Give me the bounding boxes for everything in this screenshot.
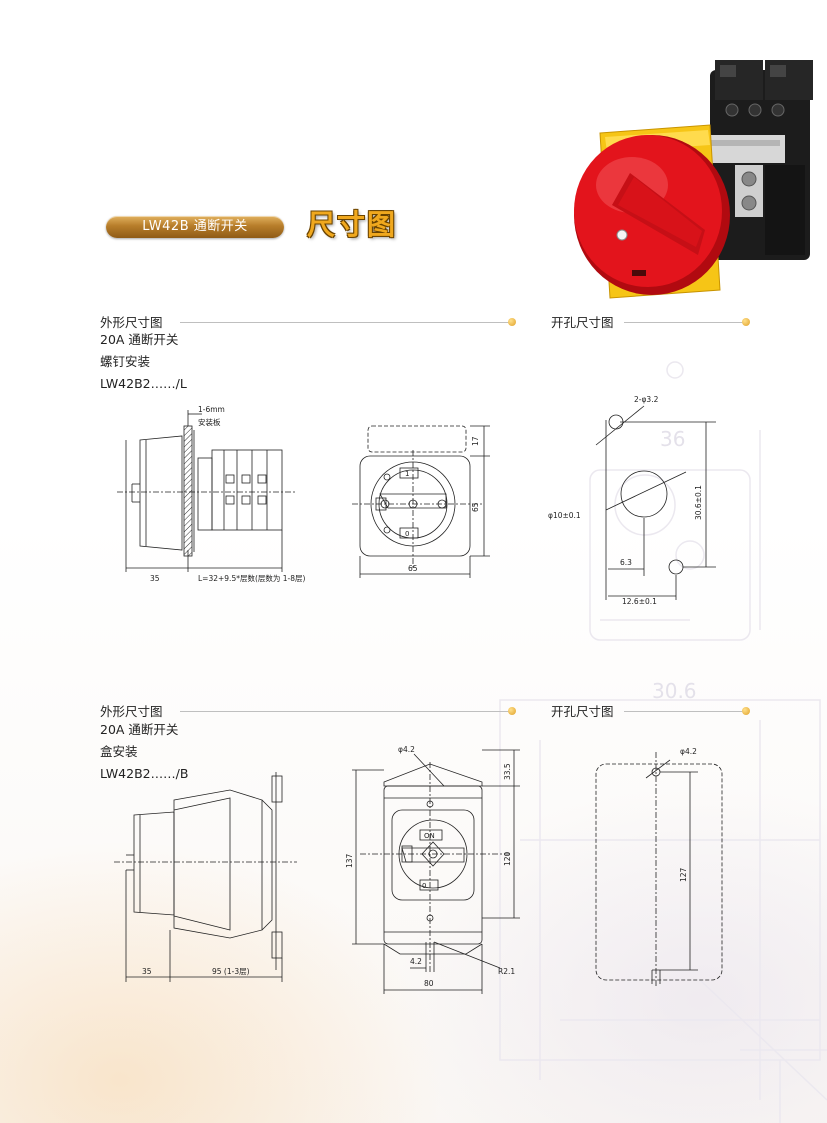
section-bottom-line-1: 20A 通断开关 <box>100 722 179 737</box>
section-top-line-3: LW42B2……/L <box>100 376 187 391</box>
ghost-number-2: 30.6 <box>652 679 697 703</box>
section-top-outline-heading: 外形尺寸图 <box>100 315 163 330</box>
drawing5-off-label: 0 <box>422 882 426 890</box>
drawing3-dim-hole-small: 2-φ3.2 <box>634 395 659 404</box>
drawing2-dim-height: 65 <box>471 502 480 512</box>
drawing3-dim-offset: 6.3 <box>620 558 632 567</box>
section-top-line-1: 20A 通断开关 <box>100 332 179 347</box>
drawing6-dim-hole: φ4.2 <box>680 747 697 756</box>
drawing1-panel-label-2: 安装板 <box>198 417 221 427</box>
page-title: 尺寸图 <box>307 208 398 241</box>
drawing1-panel-label: 1-6mm <box>198 405 225 414</box>
drawing5-dim-top: 33.5 <box>503 763 512 780</box>
drawing3-dim-height: 30.6±0.1 <box>694 485 703 520</box>
drawing-side-view-screw-mount: 1-6mm 安装板 35 L=32+9.5*层数(层数为 1-8层) <box>117 405 306 583</box>
drawing3-dim-width: 12.6±0.1 <box>622 597 657 606</box>
drawing-front-view-box-mount: φ4.2 ON 0 33.5 137 120 4.2 R2.1 80 <box>345 745 520 994</box>
drawing5-dim-width: 80 <box>424 979 434 988</box>
drawing-side-view-box-mount: 35 95 (1-3层) <box>114 772 297 982</box>
section-bottom-cutout-rule <box>624 711 744 712</box>
section-top-outline-dot <box>508 318 516 326</box>
drawing2-on-label: 1 <box>405 470 409 478</box>
drawing1-dim-length: L=32+9.5*层数(层数为 1-8层) <box>198 573 306 583</box>
drawing2-off-label: 0 <box>405 530 409 538</box>
drawing1-dim-front: 35 <box>150 574 160 583</box>
section-bottom-outline-rule <box>180 711 510 712</box>
drawing5-on-label: ON <box>424 832 435 840</box>
drawing5-dim-height: 137 <box>345 853 354 868</box>
section-bottom-line-2: 盒安装 <box>100 744 138 759</box>
drawing5-dim-inner: 120 <box>503 851 512 866</box>
drawing-cutout-box-mount: φ4.2 127 <box>595 747 723 988</box>
series-label-pill: LW42B 通断开关 <box>106 216 284 238</box>
drawing5-dim-hole: φ4.2 <box>398 745 415 754</box>
section-top-outline-rule <box>180 322 510 323</box>
drawing3-dim-hole-big: φ10±0.1 <box>548 511 581 520</box>
drawing4-dim-length: 95 (1-3层) <box>212 967 250 976</box>
ghost-number-1: 36 <box>660 427 685 451</box>
section-top-cutout-heading: 开孔尺寸图 <box>551 315 614 330</box>
section-bottom-outline-dot <box>508 707 516 715</box>
section-top-cutout-dot <box>742 318 750 326</box>
section-bottom-outline-heading: 外形尺寸图 <box>100 704 163 719</box>
drawing-cutout-screw-mount: 2-φ3.2 φ10±0.1 30.6±0.1 6.3 12.6±0.1 <box>548 395 716 606</box>
section-top-line-2: 螺钉安装 <box>100 354 151 369</box>
section-bottom-line-3: LW42B2……/B <box>100 766 189 781</box>
drawing4-dim-front: 35 <box>142 967 152 976</box>
drawing2-dim-top: 17 <box>471 436 480 446</box>
drawing-front-view-screw-mount: 1 0 17 65 65 <box>352 425 490 578</box>
section-top-cutout-rule <box>624 322 744 323</box>
drawing6-dim-height: 127 <box>679 867 688 882</box>
red-knob <box>574 135 730 295</box>
section-bottom-cutout-dot <box>742 707 750 715</box>
section-bottom-cutout-heading: 开孔尺寸图 <box>551 704 614 719</box>
product-photo <box>574 60 813 299</box>
drawing5-dim-radius: R2.1 <box>498 967 515 976</box>
drawing5-dim-bottom-hole: 4.2 <box>410 957 422 966</box>
drawing2-dim-width: 65 <box>408 564 418 573</box>
